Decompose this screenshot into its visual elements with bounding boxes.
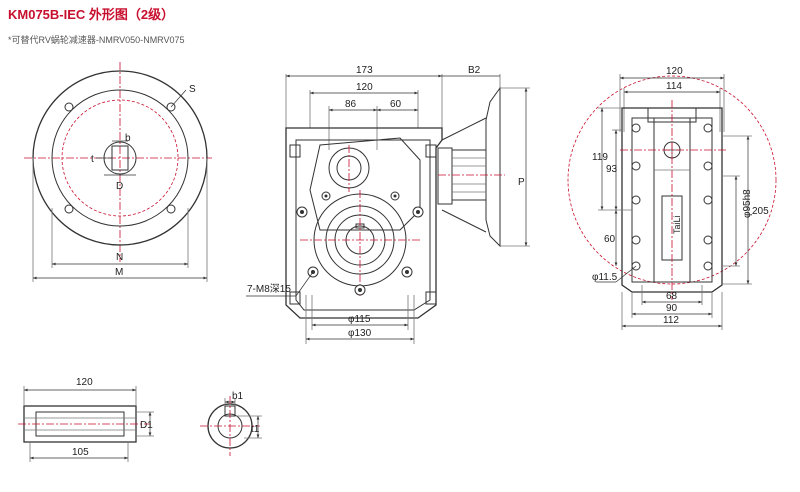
dim-D1: D1 bbox=[140, 420, 153, 431]
dim-side-68: 68 bbox=[666, 291, 678, 302]
bolt-note: 7-M8深15 bbox=[247, 283, 291, 295]
dim-side-phi95: φ95h8 bbox=[742, 189, 753, 218]
dim-side-93: 93 bbox=[606, 164, 618, 175]
dim-side-112: 112 bbox=[663, 315, 679, 326]
dim-P: P bbox=[518, 177, 525, 188]
nameplate-text: TaiLi bbox=[672, 215, 682, 234]
dim-S: S bbox=[189, 84, 196, 95]
dim-side-phi11: φ11.5 bbox=[592, 272, 618, 283]
dim-b1: b1 bbox=[232, 391, 244, 402]
dim-phi115: φ115 bbox=[348, 314, 371, 325]
output-shaft-view: 120 D1 105 bbox=[18, 377, 154, 462]
dim-side-60: 60 bbox=[604, 234, 616, 245]
page-subtitle: *可替代RV蜗轮减速器-NMRV050-NMRV075 bbox=[8, 35, 185, 45]
page-title: KM075B-IEC 外形图（2级） bbox=[8, 7, 175, 22]
dim-side-120: 120 bbox=[666, 66, 683, 77]
dim-120: 120 bbox=[356, 82, 373, 93]
dim-side-90: 90 bbox=[666, 303, 678, 314]
dim-B2: B2 bbox=[468, 65, 481, 76]
dim-shaft-120: 120 bbox=[76, 377, 93, 388]
gearbox-main-view: 173 B2 120 86 60 bbox=[246, 65, 530, 344]
dim-D: D bbox=[116, 181, 123, 192]
dim-173: 173 bbox=[356, 65, 373, 76]
dim-86: 86 bbox=[345, 99, 357, 110]
dim-side-114: 114 bbox=[666, 81, 682, 92]
dim-60: 60 bbox=[390, 99, 402, 110]
dim-side-205: 205 bbox=[752, 206, 769, 217]
dim-N: N bbox=[116, 252, 123, 263]
dim-b: b bbox=[125, 133, 131, 144]
flange-front-view: S b t D N M bbox=[24, 62, 212, 282]
dim-shaft-105: 105 bbox=[72, 447, 89, 458]
dim-M: M bbox=[115, 267, 123, 278]
dim-t: t bbox=[91, 154, 94, 165]
dim-side-119: 119 bbox=[592, 152, 608, 163]
dim-phi130: φ130 bbox=[348, 328, 372, 339]
gearbox-side-view: 120 114 TaiLi 119 93 60 φ11.5 bbox=[567, 66, 777, 330]
keyway-view: b1 t1 bbox=[200, 391, 262, 456]
dim-t1: t1 bbox=[251, 424, 260, 435]
